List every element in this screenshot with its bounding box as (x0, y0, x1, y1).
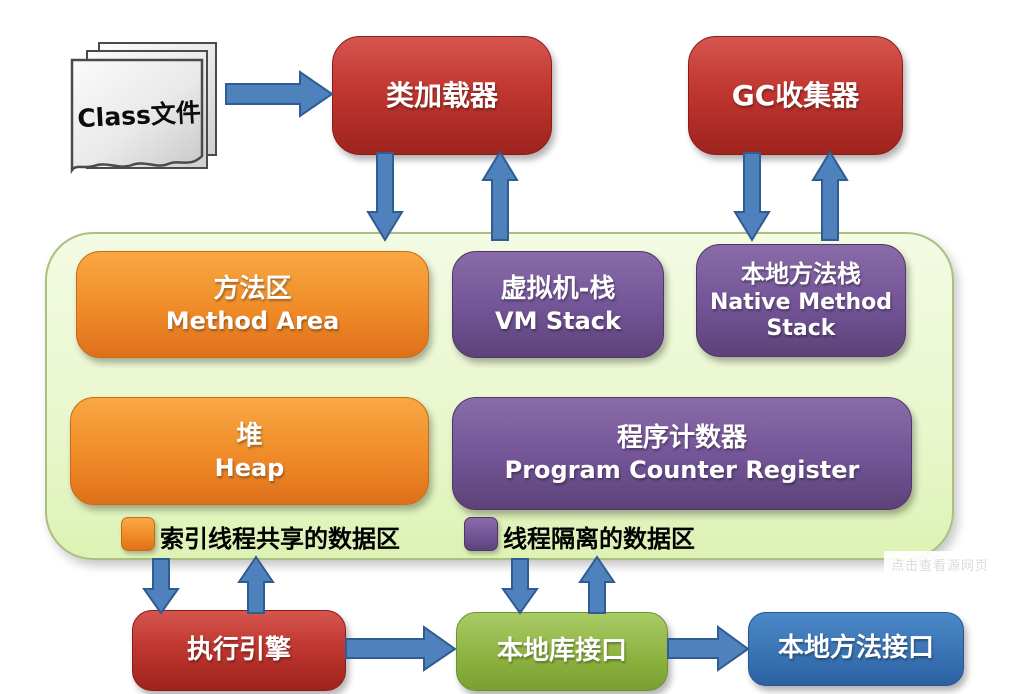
gc-collector-label: GC收集器 (731, 79, 860, 112)
paper-wavy-shape (70, 58, 204, 175)
arrow-classloader-down (366, 152, 404, 242)
class-loader-box: 类加载器 (332, 36, 552, 155)
class-file-label: Class文件 (76, 97, 202, 134)
execution-engine-box: 执行引擎 (132, 610, 346, 691)
method-area-label-zh: 方法区 (213, 274, 292, 305)
arrow-nli-to-nmi (667, 625, 750, 672)
native-method-interface-box: 本地方法接口 (748, 612, 964, 686)
vm-stack-label-zh: 虚拟机-栈 (500, 274, 616, 305)
native-library-interface-label: 本地库接口 (496, 635, 627, 666)
legend-isolated-label: 线程隔离的数据区 (503, 525, 695, 553)
arrow-classfile-to-classloader (225, 70, 334, 118)
method-area-label-en: Method Area (165, 307, 340, 335)
legend-shared-swatch (121, 517, 155, 551)
program-counter-box: 程序计数器 Program Counter Register (452, 397, 912, 510)
gc-collector-box: GC收集器 (688, 36, 903, 155)
vm-stack-label-en: VM Stack (495, 307, 621, 335)
heap-label-en: Heap (214, 453, 285, 482)
arrow-runtime-to-engine-down (142, 558, 180, 615)
program-counter-label-en: Program Counter Register (504, 456, 860, 484)
program-counter-label-zh: 程序计数器 (616, 423, 747, 454)
legend-shared-label: 索引线程共享的数据区 (160, 525, 400, 553)
arrow-engine-to-runtime-up (237, 555, 275, 614)
legend-isolated-swatch (464, 517, 498, 551)
arrow-nli-to-runtime-up (578, 555, 616, 614)
arrow-engine-to-nli (345, 625, 457, 672)
execution-engine-label: 执行引擎 (186, 634, 291, 665)
heap-label-zh: 堆 (236, 420, 263, 451)
native-method-stack-label-zh: 本地方法栈 (741, 259, 861, 288)
arrow-classloader-up (481, 150, 519, 241)
native-method-stack-box: 本地方法栈 Native Method Stack (696, 244, 906, 357)
native-method-interface-label: 本地方法接口 (777, 633, 934, 664)
native-method-stack-label-en: Native Method Stack (709, 289, 893, 342)
method-area-box: 方法区 Method Area (76, 251, 429, 358)
vm-stack-box: 虚拟机-栈 VM Stack (452, 251, 664, 358)
class-file-sheet-front (70, 58, 204, 175)
arrow-gc-down (733, 152, 771, 242)
native-library-interface-box: 本地库接口 (456, 612, 668, 691)
class-loader-label: 类加载器 (385, 79, 498, 112)
heap-box: 堆 Heap (70, 397, 429, 505)
arrow-gc-up (811, 150, 849, 241)
watermark: 点击查看源网页 (884, 551, 996, 578)
arrow-runtime-to-nli-down (501, 558, 539, 615)
